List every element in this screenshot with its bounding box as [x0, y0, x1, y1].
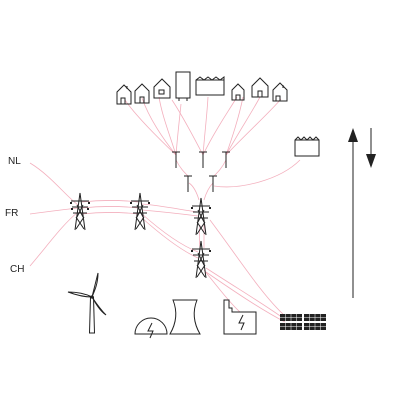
- house-icon: [231, 83, 245, 101]
- power-lines: [29, 96, 301, 323]
- transmission-tower-icon: [130, 192, 150, 231]
- line-pole-house1: [124, 99, 177, 156]
- distribution-pole-icon: [222, 151, 230, 168]
- house-icon: [272, 82, 288, 102]
- distribution-pole-icon: [209, 175, 217, 192]
- line-industry-hub: [213, 159, 301, 188]
- line-hub-pole-a: [188, 182, 200, 201]
- country-label-fr: FR: [5, 208, 19, 219]
- house-icon: [251, 77, 269, 98]
- house-icon: [153, 78, 171, 99]
- line-lower-solar-b: [205, 271, 286, 323]
- line-pole-house5: [225, 96, 261, 156]
- cooling-tower-icon: [169, 299, 201, 335]
- transmission-tower-icon: [70, 192, 90, 231]
- apartment-building-icon: [175, 71, 191, 101]
- line-tower1-tower2: [81, 200, 139, 203]
- distribution-pole-icon: [199, 151, 207, 168]
- distribution-poles: [172, 151, 230, 192]
- industrial-plant-icon: [294, 136, 320, 157]
- transmission-towers: [70, 192, 211, 279]
- line-pole-apartment: [175, 103, 182, 156]
- line-pole-house8: [171, 99, 204, 156]
- line-tower1-tower2-b: [81, 206, 139, 209]
- power-plant-icon: [223, 299, 257, 335]
- up-arrow-icon: [348, 128, 358, 298]
- line-hub-solar: [209, 219, 286, 317]
- house-icon: [134, 83, 150, 104]
- down-arrow-icon: [366, 128, 376, 168]
- line-pole-house4: [202, 96, 238, 156]
- line-poles-lower: [175, 159, 189, 177]
- line-tower2-hub-b: [141, 209, 199, 217]
- line-pole-house3: [158, 96, 177, 156]
- line-pole-house6: [225, 98, 282, 156]
- line-tower2-lower-b: [141, 217, 199, 259]
- country-label-nl: NL: [8, 156, 21, 167]
- distribution-pole-icon: [172, 151, 180, 168]
- feed-line-nl: [29, 162, 79, 206]
- feed-line-ch: [29, 211, 79, 267]
- line-pole-factory: [202, 96, 209, 156]
- solar-panel-icon: [280, 314, 326, 330]
- consumer-row: [116, 71, 288, 105]
- line-tower2-lower: [141, 213, 199, 253]
- house-icon: [116, 84, 132, 105]
- line-lower-plant: [203, 269, 241, 313]
- factory-icon: [195, 76, 225, 96]
- line-lower-solar: [205, 267, 284, 319]
- line-poles-lower-b: [213, 159, 227, 177]
- line-pole-house7: [225, 96, 244, 156]
- feed-line-fr: [29, 207, 79, 215]
- wind-turbine-icon: [67, 272, 107, 334]
- country-label-ch: CH: [10, 264, 25, 275]
- line-hub-lower: [198, 224, 201, 249]
- line-tower1-tower2-c: [81, 212, 139, 215]
- transmission-tower-icon: [191, 240, 211, 279]
- distribution-pole-icon: [184, 175, 192, 192]
- line-hub-pole-b: [203, 182, 214, 201]
- transmission-tower-icon: [191, 197, 211, 236]
- line-tower2-hub: [141, 203, 199, 213]
- hydro-dam-icon: [134, 317, 168, 339]
